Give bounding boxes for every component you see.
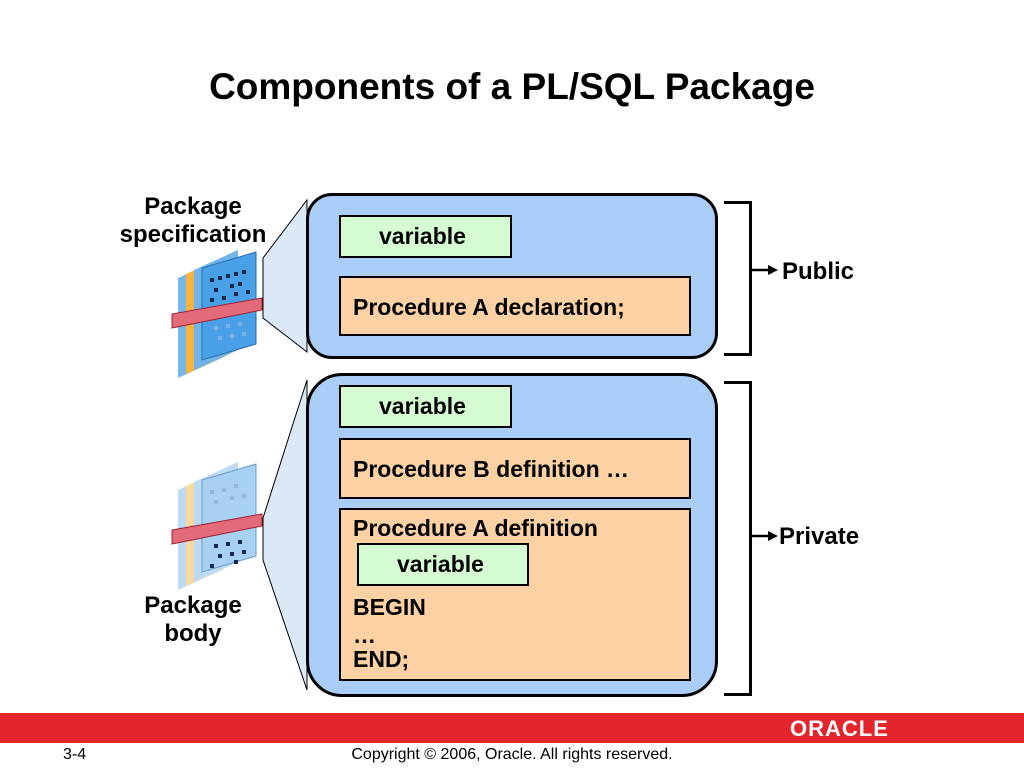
body-variable-box: variable bbox=[339, 385, 512, 428]
body-variable-label: variable bbox=[379, 393, 466, 419]
spec-variable-label: variable bbox=[379, 223, 466, 249]
slide-title: Components of a PL/SQL Package bbox=[209, 66, 815, 107]
oracle-logo: ORACLE bbox=[790, 716, 889, 741]
slide-number: 3-4 bbox=[63, 746, 87, 763]
procedure-b-definition-box: Procedure B definition … bbox=[339, 438, 691, 499]
package-specification-icon bbox=[171, 250, 263, 378]
procedure-a-declaration-box: Procedure A declaration; bbox=[339, 276, 691, 336]
package-body-icon bbox=[171, 462, 263, 590]
procedure-a-declaration-label: Procedure A declaration; bbox=[353, 294, 625, 320]
spec-variable-box: variable bbox=[339, 215, 512, 258]
procedure-a-definition-heading: Procedure A definition bbox=[353, 515, 598, 541]
footer-bar bbox=[0, 713, 1024, 743]
procedure-b-definition-label: Procedure B definition … bbox=[353, 456, 630, 482]
package-specification-label: Package specification bbox=[119, 193, 267, 248]
procedure-a-local-variable-label: variable bbox=[397, 551, 484, 577]
procedure-a-end: END; bbox=[353, 646, 410, 672]
public-bracket bbox=[724, 201, 752, 356]
private-label: Private bbox=[779, 523, 860, 550]
public-label: Public bbox=[782, 258, 855, 285]
procedure-a-local-variable-box: variable bbox=[357, 543, 529, 586]
private-bracket bbox=[724, 381, 752, 696]
procedure-a-definition-box: Procedure A definition BEGIN … END; bbox=[339, 508, 691, 681]
procedure-a-ellipsis: … bbox=[353, 622, 376, 648]
copyright-text: Copyright © 2006, Oracle. All rights res… bbox=[351, 746, 673, 763]
package-body-label: Package body bbox=[144, 592, 242, 647]
procedure-a-begin: BEGIN bbox=[353, 594, 426, 620]
